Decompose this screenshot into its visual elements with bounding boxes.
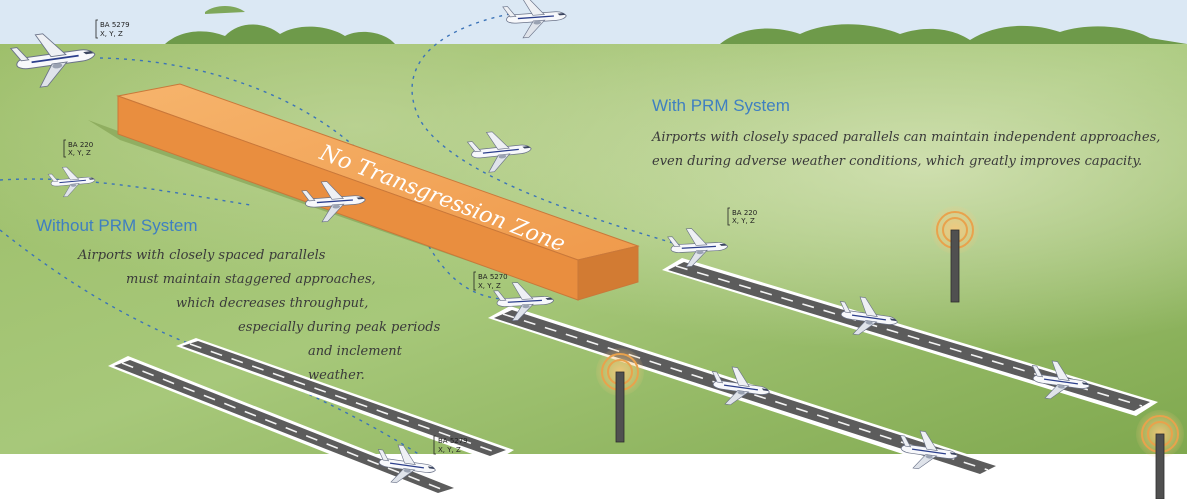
without-prm-caption: Airports with closely spaced parallels m… [0,244,456,388]
tree-line-left [165,24,395,44]
tree-line-right [720,24,1187,44]
approach-path-2 [0,178,251,206]
prm-antenna-2 [596,348,644,443]
svg-text:BA 220: BA 220 [68,141,93,149]
svg-text:BA 220: BA 220 [732,209,757,217]
with-prm-heading: With PRM System [652,96,790,115]
with-prm-line: even during adverse weather conditions, … [652,154,1143,169]
tree-line-small [205,6,245,14]
svg-text:X, Y, Z: X, Y, Z [478,282,501,290]
with-prm-caption: Airports with closely spaced parallels c… [652,126,1172,174]
without-prm-line: which decreases throughput, [176,296,369,311]
without-prm-line: Airports with closely spaced parallels [78,248,326,263]
prm-antenna-3 [1136,410,1184,499]
svg-text:X, Y, Z: X, Y, Z [438,446,461,454]
without-prm-line: and inclement weather. [308,344,402,383]
without-prm-line: must maintain staggered approaches, [126,272,376,287]
runway-left-north [176,338,514,462]
flight-tag: BA 220 X, Y, Z [727,207,757,226]
svg-text:X, Y, Z: X, Y, Z [100,30,123,38]
approach-path-4 [0,229,421,456]
with-prm-line: Airports with closely spaced parallels c… [652,130,1161,145]
svg-text:BA 5279: BA 5279 [438,437,468,445]
svg-text:X, Y, Z: X, Y, Z [68,149,91,157]
approach-path-3 [411,13,681,246]
svg-text:BA 5279: BA 5279 [100,21,130,29]
flight-tag: BA 5279 X, Y, Z [433,435,468,455]
prm-antenna-1 [931,206,979,303]
flight-tag: BA 5270 X, Y, Z [473,271,508,291]
svg-text:X, Y, Z: X, Y, Z [732,217,755,225]
without-prm-line: especially during peak periods [238,320,441,335]
without-prm-heading: Without PRM System [36,216,198,235]
runway-left-south [108,356,462,498]
flight-tag: BA 5279 X, Y, Z [95,19,130,39]
svg-text:BA 5270: BA 5270 [478,273,508,281]
flight-tag: BA 220 X, Y, Z [63,139,93,158]
